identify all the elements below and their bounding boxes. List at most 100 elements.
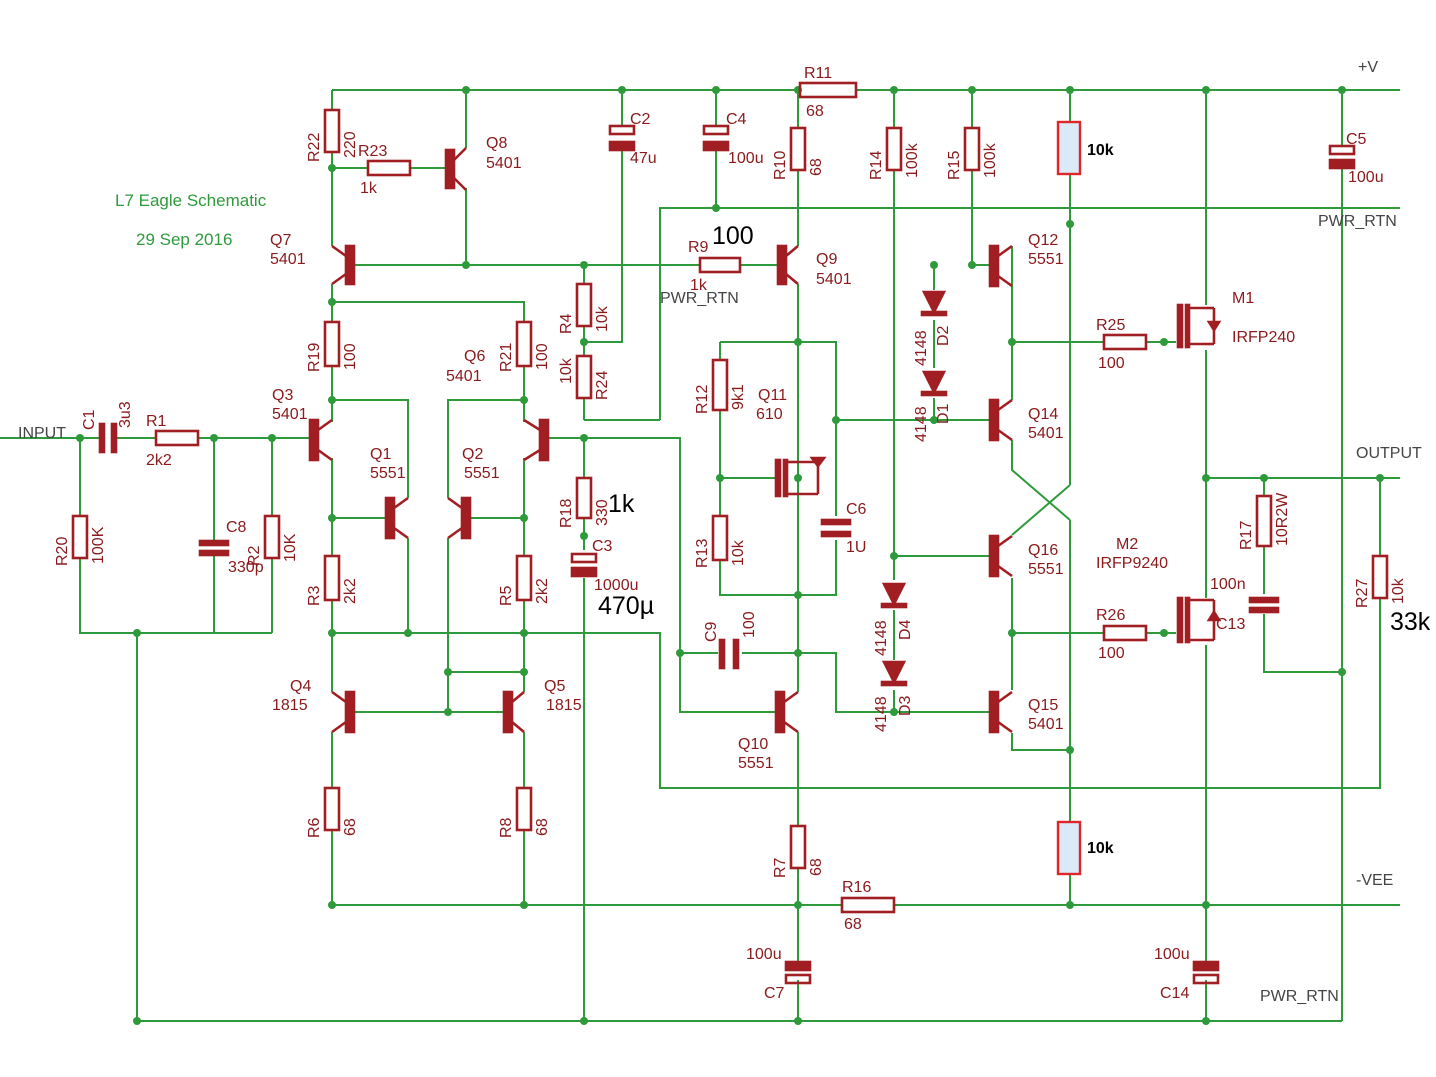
q8-value: 5401 bbox=[486, 155, 522, 172]
r12-ref: R12 bbox=[694, 385, 711, 414]
r7-value: 68 bbox=[808, 858, 825, 876]
c13-ref: C13 bbox=[1216, 616, 1245, 633]
q6-ref: Q6 bbox=[464, 348, 485, 365]
q1-ref: Q1 bbox=[370, 446, 391, 463]
q4-symbol bbox=[331, 690, 356, 734]
capacitor-symbols bbox=[98, 124, 1356, 985]
transistor-symbols bbox=[308, 147, 1222, 734]
c1-plate-b bbox=[110, 422, 118, 454]
r17-ref: R17 bbox=[1238, 521, 1255, 550]
junction-dots bbox=[76, 86, 1384, 1025]
c13-plate-a bbox=[1248, 596, 1280, 604]
c8-plate-b bbox=[198, 549, 230, 557]
c2-value: 47u bbox=[630, 150, 657, 167]
r6-value: 68 bbox=[342, 818, 359, 836]
q10-symbol bbox=[774, 690, 799, 734]
net-vplus: +V bbox=[1358, 59, 1378, 76]
q9-symbol bbox=[776, 244, 799, 286]
q10-value: 5551 bbox=[738, 755, 774, 772]
q16-value: 5551 bbox=[1028, 561, 1064, 578]
r6-ref: R6 bbox=[306, 817, 323, 838]
q5-value: 1815 bbox=[546, 697, 582, 714]
r25-ref: R25 bbox=[1096, 317, 1125, 334]
r20-ref: R20 bbox=[54, 537, 71, 566]
c9-ref: C9 bbox=[703, 621, 720, 642]
c6-plate-b bbox=[820, 530, 852, 538]
q8-symbol bbox=[444, 147, 467, 191]
q4-ref: Q4 bbox=[290, 678, 311, 695]
c9-plate-a bbox=[718, 638, 726, 670]
c13-value: 100n bbox=[1210, 576, 1246, 593]
m2-value: IRFP9240 bbox=[1096, 555, 1168, 572]
q15-value: 5401 bbox=[1028, 716, 1064, 733]
c5-value: 100u bbox=[1348, 169, 1384, 186]
r22-value: 220 bbox=[342, 131, 359, 158]
r10-ref: R10 bbox=[772, 151, 789, 180]
c2-plate-b bbox=[608, 140, 636, 152]
r22-ref: R22 bbox=[306, 133, 323, 162]
r14-body bbox=[885, 126, 903, 172]
c7-plate-a bbox=[784, 960, 812, 972]
r20-value: 100K bbox=[90, 526, 107, 564]
r2-body bbox=[263, 514, 281, 560]
q7-ref: Q7 bbox=[270, 232, 291, 249]
q2-value: 5551 bbox=[464, 465, 500, 482]
r24-body bbox=[575, 354, 593, 400]
c14-ref: C14 bbox=[1160, 985, 1189, 1002]
r10-value: 68 bbox=[808, 158, 825, 176]
q12-value: 5551 bbox=[1028, 251, 1064, 268]
r10-body bbox=[789, 126, 807, 172]
r19-ref: R19 bbox=[306, 343, 323, 372]
r27-body bbox=[1371, 554, 1389, 600]
r9-annotation: 100 bbox=[712, 222, 754, 250]
q2-ref: Q2 bbox=[462, 446, 483, 463]
d2-symbol bbox=[920, 290, 948, 317]
d4-value: 4148 bbox=[873, 620, 890, 656]
r3-ref: R3 bbox=[306, 585, 323, 606]
resistor-bodies bbox=[71, 81, 1389, 914]
r8-ref: R8 bbox=[498, 817, 515, 838]
r1-body bbox=[154, 429, 200, 447]
net-vminus: -VEE bbox=[1356, 872, 1393, 889]
d2-ref: D2 bbox=[935, 325, 952, 346]
r16-value: 68 bbox=[844, 916, 862, 933]
c5-plate-b bbox=[1328, 158, 1356, 170]
c6-ref: C6 bbox=[846, 501, 867, 518]
c6-plate-a bbox=[820, 518, 852, 526]
c3-value: 1000u bbox=[594, 577, 639, 594]
c1-ref: C1 bbox=[81, 409, 98, 430]
r2-ref: R2 bbox=[246, 545, 263, 566]
c9-value: 100 bbox=[741, 611, 758, 638]
d1-symbol bbox=[920, 370, 948, 397]
c14-plate-b bbox=[1192, 973, 1220, 985]
r27-value: 10k bbox=[1390, 577, 1407, 604]
wires bbox=[0, 89, 1400, 1022]
c3-ref: C3 bbox=[592, 538, 613, 555]
net-pwr-rtn-mid: PWR_RTN bbox=[660, 290, 739, 307]
q9-ref: Q9 bbox=[816, 251, 837, 268]
r4-body bbox=[575, 282, 593, 328]
c3-plate-b bbox=[570, 566, 598, 578]
r3-body bbox=[323, 554, 341, 602]
r5-value: 2k2 bbox=[534, 578, 551, 604]
upper-added-resistor bbox=[1056, 120, 1082, 176]
m1-value: IRFP240 bbox=[1232, 329, 1295, 346]
r9-ref: R9 bbox=[688, 239, 709, 256]
r21-value: 100 bbox=[534, 343, 551, 370]
q6-symbol bbox=[523, 418, 550, 462]
r2-value: 10K bbox=[282, 533, 299, 562]
diode-symbols bbox=[880, 290, 948, 687]
q11-value: 610 bbox=[756, 406, 783, 423]
r24-ref: R24 bbox=[594, 371, 611, 400]
r14-value: 100k bbox=[904, 142, 921, 178]
r21-body bbox=[515, 320, 533, 368]
q8-ref: Q8 bbox=[486, 135, 507, 152]
r1-value: 2k2 bbox=[146, 452, 172, 469]
c14-value: 100u bbox=[1154, 946, 1190, 963]
r26-value: 100 bbox=[1098, 645, 1125, 662]
upper-added-resistor-label: 10k bbox=[1087, 142, 1114, 159]
c4-ref: C4 bbox=[726, 111, 747, 128]
r4-ref: R4 bbox=[558, 313, 575, 334]
r9-body bbox=[698, 256, 742, 274]
